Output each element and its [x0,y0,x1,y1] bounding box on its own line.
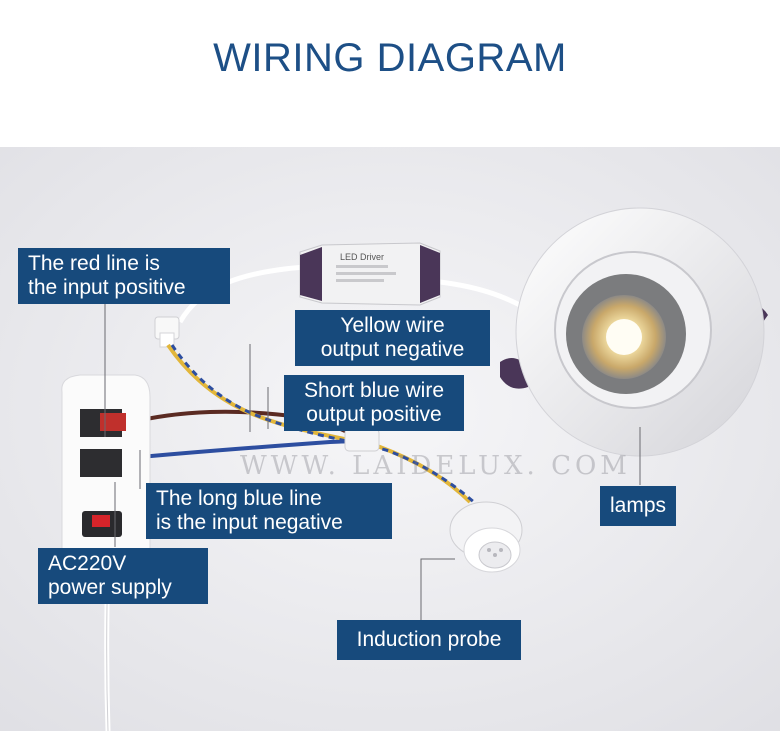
lamp [500,207,768,457]
label-ac-power: AC220V power supply [38,548,208,604]
label-ac-power-1: AC220V [48,552,127,575]
label-induction-probe: Induction probe [337,620,521,660]
label-long-blue-2: is the input negative [156,511,343,534]
label-ac-power-2: power supply [48,576,172,599]
label-yellow-wire-2: output negative [320,338,465,361]
diagram-title: WIRING DIAGRAM [213,36,567,80]
led-driver: LED Driver [299,242,441,306]
induction-probe [449,501,523,573]
driver-label: LED Driver [340,252,384,262]
label-red-line: The red line is the input positive [18,248,230,304]
label-red-line-1: The red line is [28,252,160,275]
label-yellow-wire: Yellow wire output negative [295,310,490,366]
label-yellow-wire-1: Yellow wire [340,314,445,337]
label-short-blue: Short blue wire output positive [284,375,464,431]
label-red-line-2: the input positive [28,276,186,299]
terminal-block [61,374,151,568]
label-long-blue-1: The long blue line [156,487,322,510]
label-induction-probe-1: Induction probe [356,628,502,651]
label-short-blue-1: Short blue wire [303,379,445,402]
watermark: WWW. LAIDELUX. COM [240,451,631,481]
label-lamps-1: lamps [610,494,667,517]
label-lamps: lamps [600,486,676,526]
label-short-blue-2: output positive [306,403,442,426]
label-long-blue: The long blue line is the input negative [146,483,392,539]
